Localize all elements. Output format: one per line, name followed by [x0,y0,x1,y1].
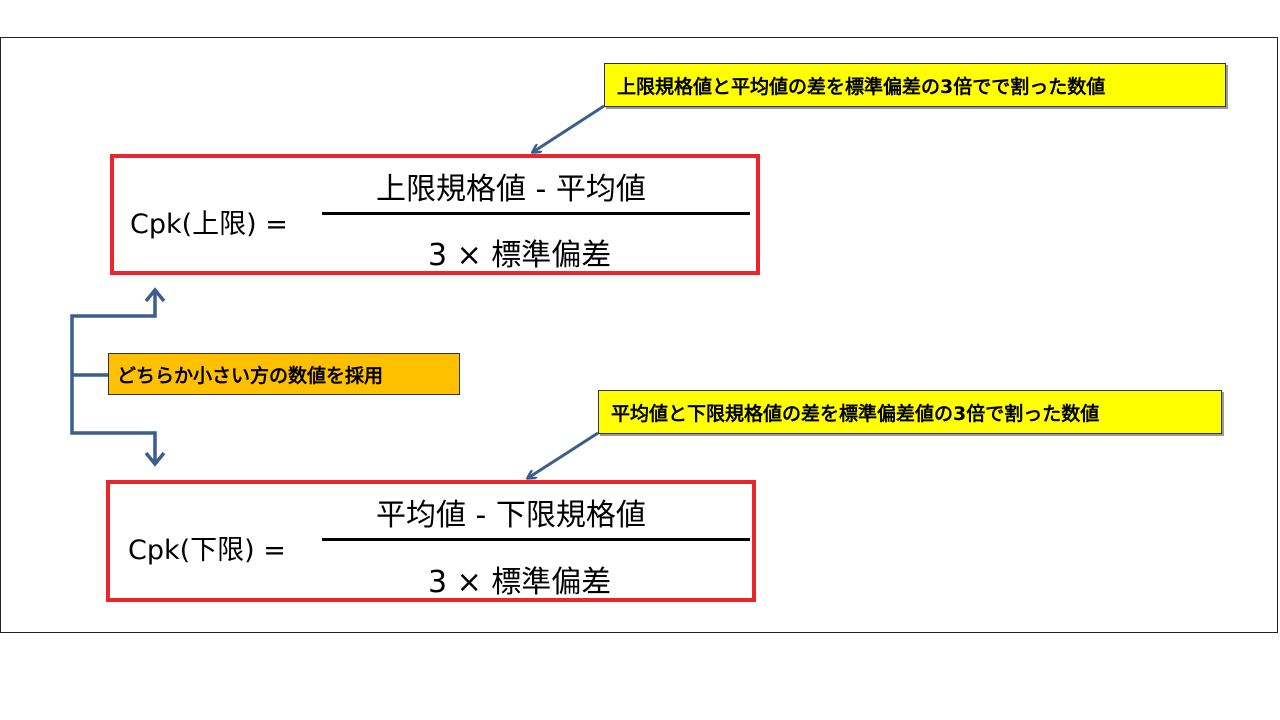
selection-note: どちらか小さい方の数値を採用 [108,353,460,395]
lower-formula-denominator: 3 × 標準偏差 [428,565,612,600]
selection-note-text: どちらか小さい方の数値を採用 [117,364,384,387]
lower-formula-box: Cpk(下限) = 平均値 - 下限規格値 3 × 標準偏差 [106,480,756,602]
upper-formula-lhs: Cpk(上限) = [130,209,288,240]
lower-fraction-bar [322,538,750,541]
upper-callout-text: 上限規格値と平均値の差を標準偏差の3倍でで割った数値 [617,75,1106,98]
lower-callout-text: 平均値と下限規格値の差を標準偏差値の3倍で割った数値 [611,402,1100,425]
lower-callout: 平均値と下限規格値の差を標準偏差値の3倍で割った数値 [598,390,1222,434]
upper-formula-numerator: 上限規格値 - 平均値 [376,172,646,207]
upper-callout: 上限規格値と平均値の差を標準偏差の3倍でで割った数値 [604,63,1226,107]
upper-formula-denominator: 3 × 標準偏差 [428,238,612,273]
lower-formula-lhs: Cpk(下限) = [128,535,286,566]
lower-formula-numerator: 平均値 - 下限規格値 [376,498,646,533]
upper-formula-box: Cpk(上限) = 上限規格値 - 平均値 3 × 標準偏差 [110,154,760,275]
upper-fraction-bar [322,212,750,215]
